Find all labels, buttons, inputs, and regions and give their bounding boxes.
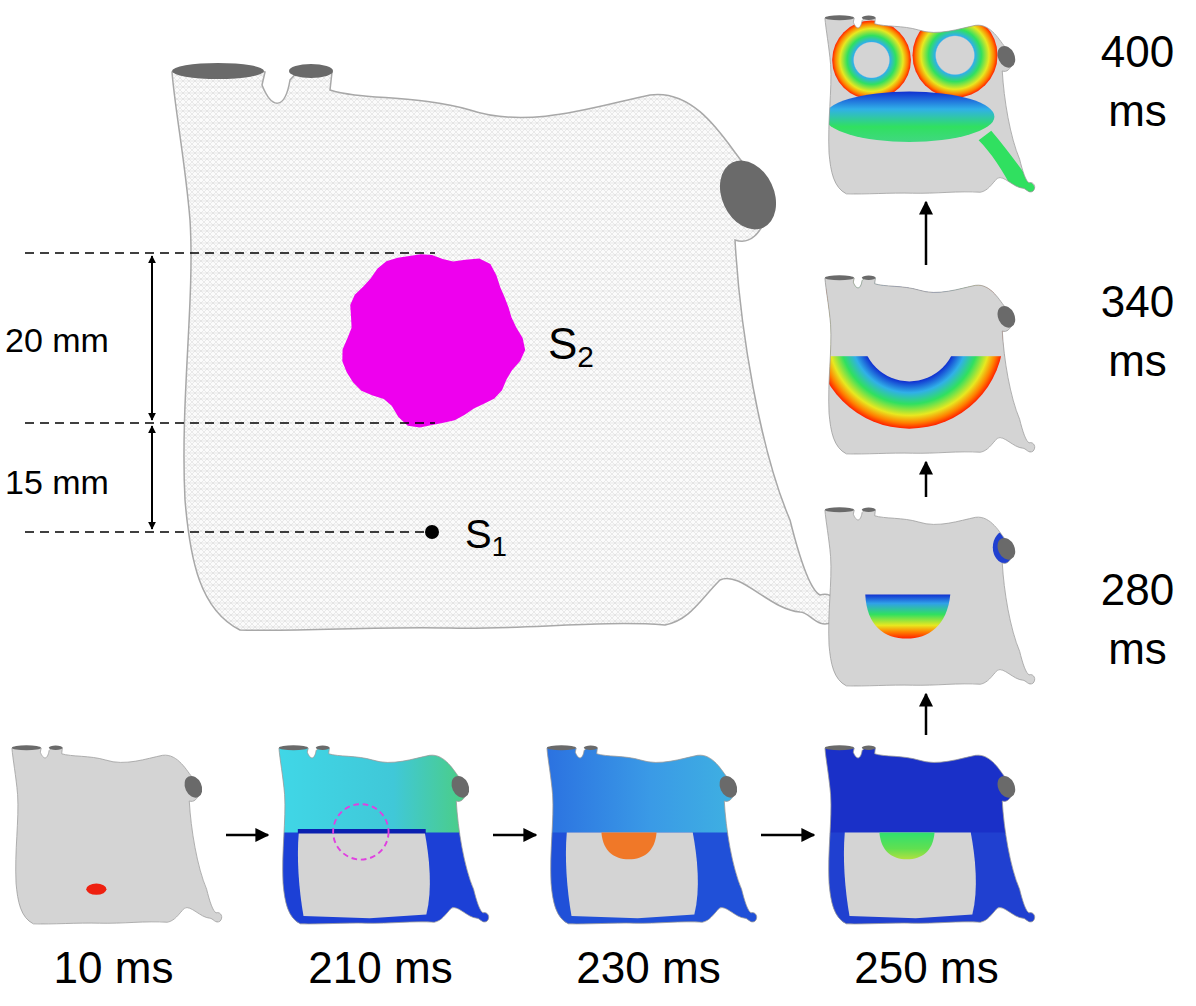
time-label: 250 ms [818, 942, 1035, 995]
spiral-lobe [832, 21, 911, 100]
activation-spot [86, 884, 106, 895]
vein-cap [12, 745, 41, 750]
atrium-outline [279, 747, 489, 924]
stimulus-label: S2 [548, 318, 594, 375]
wavefront-line [298, 829, 426, 833]
atrium-surface [825, 509, 1035, 686]
activation-fill [537, 735, 764, 834]
atrium-panel [269, 735, 496, 933]
sequence-arrow [761, 834, 814, 837]
sequence-arrow [925, 202, 928, 265]
vein-cap [448, 773, 472, 800]
time-label: 210 ms [272, 942, 489, 995]
atrium-surface [12, 747, 222, 924]
dimension-label: 20 mm [5, 320, 109, 361]
vein-cap [994, 535, 1018, 562]
time-label: 10 ms [5, 942, 222, 995]
vein-cap [994, 43, 1018, 70]
vein-cap [49, 746, 63, 750]
activation-spot [865, 595, 950, 639]
dimension-guide [25, 252, 435, 254]
atrium-outline [825, 747, 1035, 924]
panel-map [815, 735, 1042, 933]
sequence-arrow [226, 834, 268, 837]
atrium-outline [825, 509, 1035, 686]
subscript: 2 [577, 340, 594, 373]
atrium-panel [537, 735, 764, 933]
vein-cap [825, 745, 854, 750]
vein-cap [862, 508, 876, 512]
atrium-main [172, 63, 838, 630]
sequence-arrow [493, 834, 536, 837]
time-label: 400 ms [1085, 22, 1190, 141]
vein-cap [172, 63, 264, 79]
vein-cap [825, 275, 854, 280]
activation-band [979, 131, 1036, 197]
resting-region [566, 833, 698, 919]
vein-cap [825, 507, 854, 512]
vein-cap [862, 16, 876, 20]
vein-cap [279, 745, 308, 750]
vein-cap [862, 276, 876, 280]
stimulus-label: S1 [465, 510, 507, 563]
activation-spot [993, 531, 1018, 564]
vein-cap [316, 746, 330, 750]
vein-cap [289, 64, 333, 78]
dimension-arrow [151, 426, 153, 529]
vein-cap [547, 745, 576, 750]
dimension-arrow [151, 256, 153, 420]
activation-fill [269, 735, 496, 834]
dimension-guide [25, 422, 435, 424]
vein-cap [584, 746, 598, 750]
vein-cap [716, 773, 740, 800]
atrium-panel [815, 240, 1042, 454]
atrium-panel [12, 745, 222, 924]
vein-cap [994, 303, 1018, 330]
resting-region [844, 833, 976, 919]
time-label: 340 ms [1085, 272, 1190, 391]
activation-band [824, 91, 994, 141]
spiral-lobe [913, 13, 998, 98]
panel-map [815, 240, 1042, 454]
panel-map [824, 13, 1035, 197]
activation-fill [815, 265, 1042, 356]
atrium-panel [824, 13, 1035, 197]
stimulus-outline [333, 804, 388, 859]
atrium-outline [825, 277, 1035, 454]
vein-cap [862, 746, 876, 750]
dimension-guide [25, 531, 435, 533]
time-label: 280 ms [1085, 560, 1190, 679]
atrium-panel [815, 735, 1042, 933]
atrium-outline [547, 747, 757, 924]
atrium-outline [12, 747, 222, 924]
vein-cap [709, 151, 787, 238]
time-label: 230 ms [540, 942, 757, 995]
dimension-label: 15 mm [5, 462, 109, 503]
sequence-arrow [925, 462, 928, 497]
sequence-arrow [925, 694, 928, 735]
vein-cap [994, 773, 1018, 800]
subscript: 1 [492, 531, 507, 562]
activation-spot [879, 833, 934, 860]
atrium-mesh [172, 68, 838, 631]
activation-fill [815, 735, 1042, 834]
panel-map [537, 735, 764, 933]
atrium-panel [825, 507, 1035, 686]
panel-map [12, 747, 222, 924]
stimulus-region [342, 254, 525, 427]
vein-cap [181, 773, 205, 800]
panel-map [269, 735, 496, 933]
activation-spot [601, 833, 656, 860]
resting-region [298, 833, 430, 919]
vein-cap [825, 15, 854, 20]
panel-map [825, 509, 1035, 686]
atrium-outline [825, 17, 1035, 194]
